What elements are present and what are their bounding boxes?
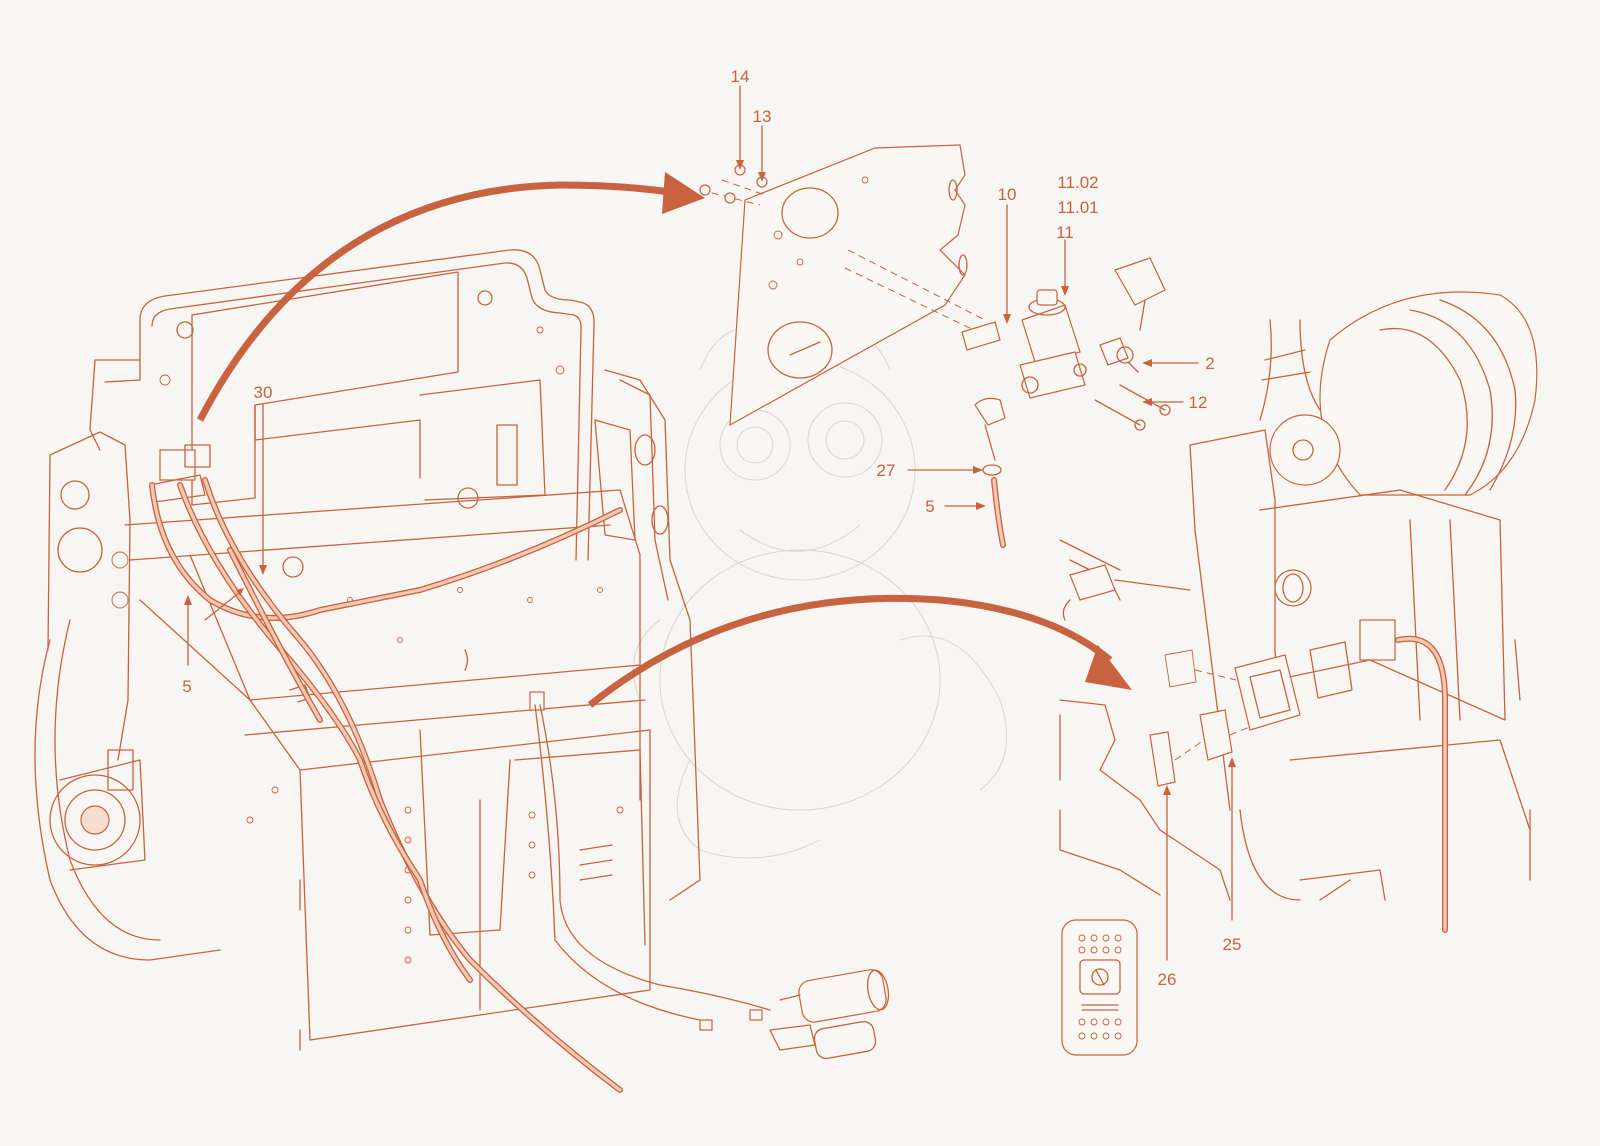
watermark-dragon [632, 314, 1008, 859]
callout-5-left: 5 [182, 677, 191, 696]
callout-27: 27 [877, 461, 896, 480]
callout-30: 30 [254, 383, 273, 402]
hose-lines [149, 477, 771, 1093]
callout-11-01: 11.01 [1057, 198, 1098, 217]
callout-12: 12 [1189, 393, 1208, 412]
curved-arrow-upper [196, 172, 705, 422]
callout-25: 25 [1223, 935, 1242, 954]
main-assembly [34, 249, 890, 1060]
callout-14: 14 [731, 67, 750, 86]
callout-11-02: 11.02 [1057, 173, 1098, 192]
callout-labels: 14 13 10 11.02 11.01 11 2 12 27 5 30 5 2… [182, 67, 1241, 989]
rocker-switch-icon [1061, 919, 1138, 1056]
callout-10: 10 [998, 185, 1017, 204]
mounting-plate [699, 144, 1001, 427]
pump-motor [769, 969, 890, 1060]
curved-arrow-lower [587, 594, 1132, 708]
callout-2: 2 [1205, 354, 1214, 373]
leader-lines [184, 85, 1236, 961]
solenoid-valve [974, 257, 1171, 548]
callout-26: 26 [1158, 970, 1177, 989]
control-column [1059, 291, 1538, 933]
callout-5-right: 5 [925, 497, 934, 516]
callout-13: 13 [753, 107, 772, 126]
callout-11: 11 [1056, 223, 1074, 242]
